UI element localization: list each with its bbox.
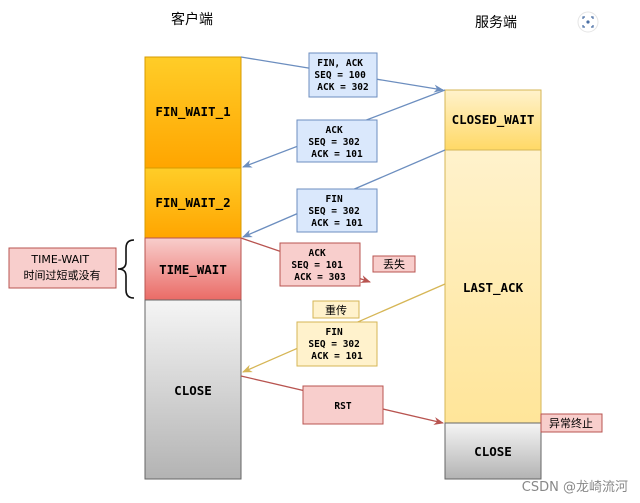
state-time-wait-label: TIME_WAIT xyxy=(159,262,227,278)
retransmit-label: 重传 xyxy=(312,300,360,319)
state-server-close xyxy=(444,422,542,480)
state-last-ack-label: LAST_ACK xyxy=(463,280,524,296)
message-ack-1: ACK SEQ = 302 ACK = 101 xyxy=(296,119,378,163)
message-ack-lost: ACK SEQ = 101 ACK = 303 xyxy=(279,242,361,287)
state-closed-wait-label: CLOSED_WAIT xyxy=(452,112,535,128)
message-rst: RST xyxy=(302,385,384,425)
state-fin-wait-2-label: FIN_WAIT_2 xyxy=(155,195,230,211)
retransmit-label-text: 重传 xyxy=(325,303,347,317)
watermark: CSDN @龙崎流河 xyxy=(522,480,628,495)
expand-icon[interactable] xyxy=(577,11,599,33)
state-client-close xyxy=(144,299,242,480)
message-fin-retransmit-line: FIN xyxy=(326,327,343,338)
message-fin-ack-line: SEQ = 100 xyxy=(314,70,366,81)
message-ack-1-line: ACK = 101 xyxy=(311,149,363,160)
message-ack-lost-line: ACK xyxy=(309,248,326,259)
time-wait-note: TIME-WAIT 时间过短或没有 xyxy=(8,247,117,289)
state-fin-wait-2 xyxy=(144,167,242,239)
message-fin-ack-line: ACK = 302 xyxy=(317,82,368,93)
client-column-title: 客户端 xyxy=(171,11,213,28)
message-fin-retransmit: FIN SEQ = 302 ACK = 101 xyxy=(296,321,378,367)
state-fin-wait-1-label: FIN_WAIT_1 xyxy=(155,104,230,120)
abnormal-end-label-text: 异常终止 xyxy=(549,416,593,430)
state-client-close-label: CLOSE xyxy=(174,383,212,398)
svg-text:ACK SEQ = 101 ACK: ACK SEQ = 101 ACK = 303 xyxy=(291,248,348,283)
message-fin-ack-line: FIN, ACK xyxy=(317,58,363,69)
svg-text:FIN SEQ = 302 ACK: FIN SEQ = 302 ACK = 101 xyxy=(308,194,365,229)
svg-text:ACK SEQ = 302 ACK: ACK SEQ = 302 ACK = 101 xyxy=(308,125,365,160)
message-ack-lost-line: ACK = 303 xyxy=(294,272,346,283)
message-ack-1-line: ACK xyxy=(326,125,343,136)
message-ack-1-line: SEQ = 302 xyxy=(308,137,359,148)
lost-label-text: 丢失 xyxy=(383,258,405,271)
message-fin-server: FIN SEQ = 302 ACK = 101 xyxy=(296,188,378,233)
message-fin-server-line: FIN xyxy=(326,194,343,205)
state-time-wait xyxy=(144,237,242,301)
curly-brace xyxy=(117,239,135,299)
message-fin-retransmit-line: ACK = 101 xyxy=(311,351,363,362)
abnormal-end-label: 异常终止 xyxy=(540,413,603,433)
svg-text:FIN SEQ = 302 ACK: FIN SEQ = 302 ACK = 101 xyxy=(308,327,365,362)
message-fin-server-line: ACK = 101 xyxy=(311,218,363,229)
message-ack-lost-line: SEQ = 101 xyxy=(291,260,343,271)
message-rst-text: RST xyxy=(334,401,351,412)
message-fin-retransmit-line: SEQ = 302 xyxy=(308,339,359,350)
state-server-close-label: CLOSE xyxy=(474,444,512,459)
time-wait-note-line: TIME-WAIT xyxy=(30,253,89,266)
message-fin-server-line: SEQ = 302 xyxy=(308,206,359,217)
message-fin-ack: FIN, ACK SEQ = 100 ACK = 302 xyxy=(308,52,378,98)
server-column-title: 服务端 xyxy=(475,15,517,31)
state-fin-wait-1 xyxy=(144,56,242,169)
svg-text:TIME-WAIT 时间过短或没有: TIME-WAIT 时间过短或没有 xyxy=(24,253,101,282)
time-wait-note-line: 时间过短或没有 xyxy=(24,268,101,282)
lost-label: 丢失 xyxy=(372,255,416,273)
svg-text:FIN, ACK SEQ = 100: FIN, ACK SEQ = 100 ACK = 302 xyxy=(314,58,371,93)
